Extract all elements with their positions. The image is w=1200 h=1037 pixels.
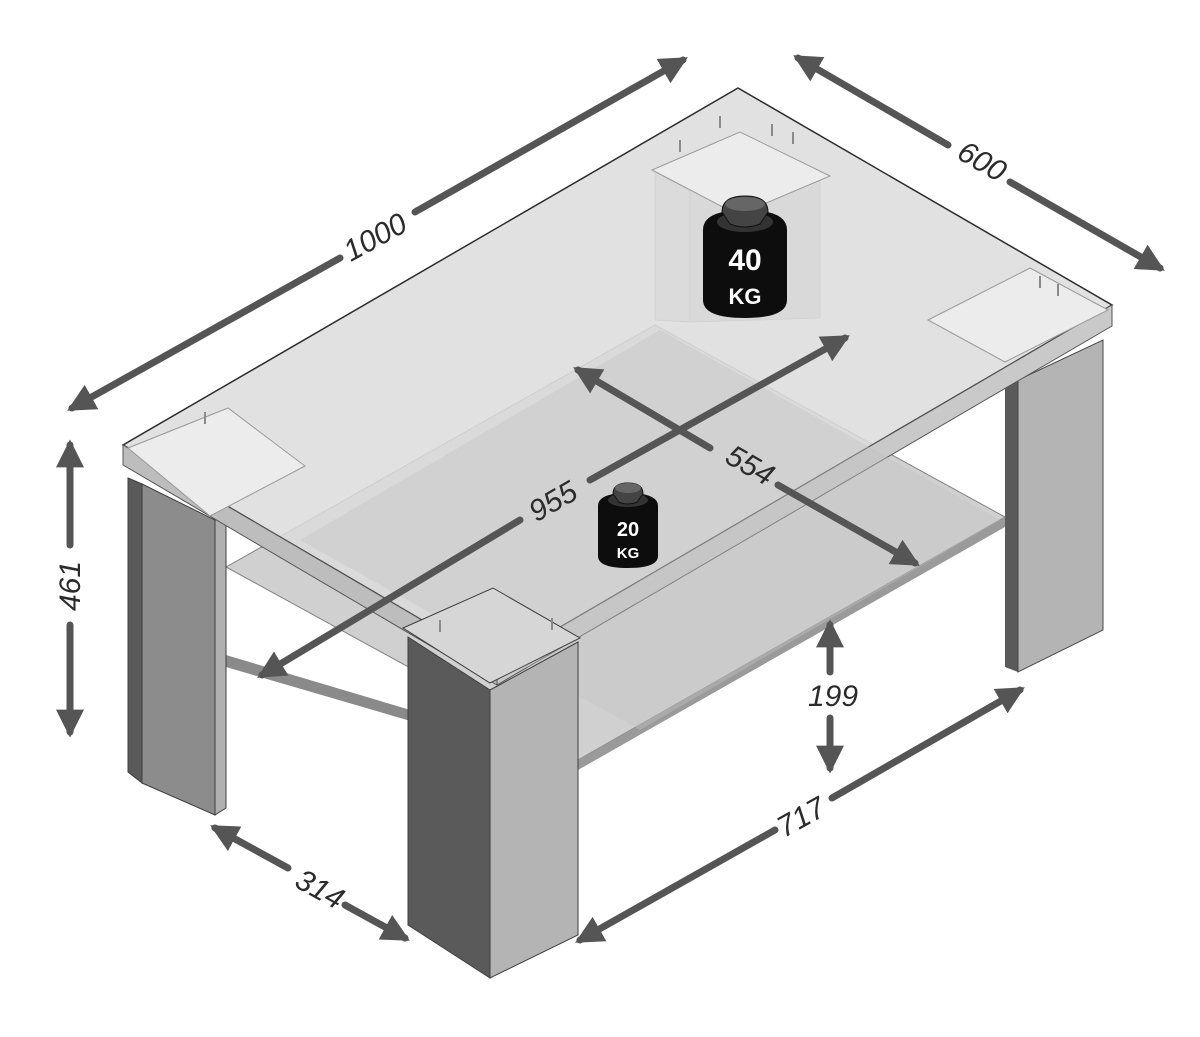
dim-label-shelf-length: 717 (772, 790, 833, 844)
dim-label-depth: 600 (952, 135, 1012, 189)
dim-label-shelf-clearance: 199 (808, 680, 858, 713)
weight-20-unit: KG (617, 545, 640, 562)
weight-20kg: 20 KG (598, 482, 658, 568)
glass-tabletop (121, 87, 1114, 730)
dowel-pins (204, 116, 1059, 632)
weight-20-value: 20 (617, 519, 639, 541)
weight-40-value: 40 (728, 244, 761, 277)
corner-pads (127, 131, 1110, 517)
dim-label-shelf-depth: 314 (290, 863, 350, 916)
leg-front-center (401, 587, 582, 979)
dimension-arrows (56, 54, 1165, 944)
leg-front-left (127, 477, 227, 816)
leg-back-right (1005, 339, 1104, 673)
weight-40-unit: KG (729, 284, 762, 309)
dim-label-height: 461 (54, 561, 87, 611)
dim-label-length: 1000 (338, 207, 413, 268)
weight-40kg: 40 KG (703, 195, 787, 318)
